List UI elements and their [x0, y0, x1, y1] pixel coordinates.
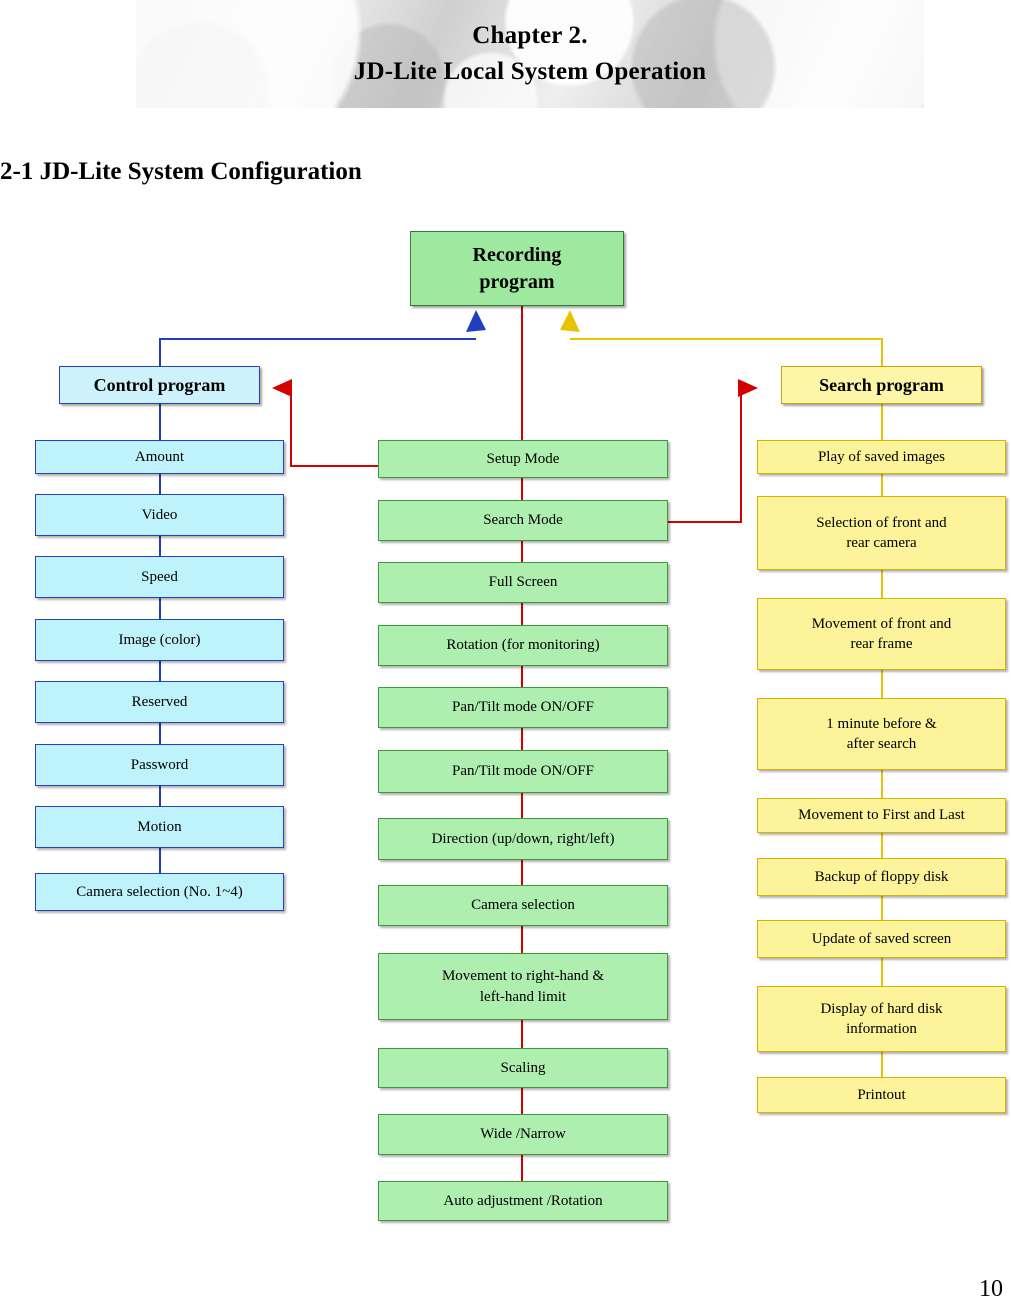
- connector-left-6: [159, 786, 161, 806]
- node-search-backup-floppy[interactable]: Backup of floppy disk: [757, 858, 1006, 896]
- node-search-hard-disk-info-line2: information: [846, 1021, 917, 1037]
- node-control-speed[interactable]: Speed: [35, 556, 284, 598]
- connector-left-horizontal: [159, 338, 476, 340]
- node-search-front-rear-camera-line1: Selection of front and: [816, 514, 947, 531]
- connector-right-8: [881, 1052, 883, 1077]
- connector-right-6: [881, 896, 883, 920]
- node-control-program-header[interactable]: Control program: [59, 366, 260, 404]
- connector-center-6: [521, 793, 523, 818]
- node-center-scaling[interactable]: Scaling: [378, 1048, 668, 1088]
- node-search-program-header[interactable]: Search program: [781, 366, 982, 404]
- connector-right-col: [881, 404, 883, 440]
- connector-right-vertical: [881, 338, 883, 366]
- feedback-search-vertical: [740, 388, 742, 522]
- search-program-label: Search program: [819, 374, 944, 395]
- connector-right-2: [881, 570, 883, 598]
- section-title: 2-1 JD-Lite System Configuration: [0, 158, 362, 185]
- connector-center-2: [521, 541, 523, 562]
- connector-left-3: [159, 598, 161, 619]
- node-search-front-rear-frame-line2: rear frame: [850, 636, 913, 652]
- node-center-rotation[interactable]: Rotation (for monitoring): [378, 625, 668, 666]
- node-center-full-screen[interactable]: Full Screen: [378, 562, 668, 603]
- node-recording-program[interactable]: Recording program: [410, 231, 624, 306]
- node-control-motion[interactable]: Motion: [35, 806, 284, 848]
- connector-left-vertical: [159, 338, 161, 366]
- node-search-front-rear-frame-line1: Movement of front and: [811, 615, 952, 632]
- node-center-setup-mode[interactable]: Setup Mode: [378, 440, 668, 478]
- node-control-amount[interactable]: Amount: [35, 440, 284, 474]
- node-search-update-screen[interactable]: Update of saved screen: [757, 920, 1006, 958]
- connector-center-top: [521, 306, 523, 440]
- node-control-video[interactable]: Video: [35, 494, 284, 536]
- node-center-movement-limits-line2: left-hand limit: [479, 988, 567, 1005]
- node-center-search-mode[interactable]: Search Mode: [378, 500, 668, 541]
- node-search-first-last[interactable]: Movement to First and Last: [757, 798, 1006, 833]
- connector-right-4: [881, 770, 883, 798]
- node-center-wide-narrow[interactable]: Wide /Narrow: [378, 1114, 668, 1155]
- chapter-title-line1: Chapter 2.: [472, 21, 588, 49]
- connector-center-5: [521, 728, 523, 750]
- node-search-one-minute[interactable]: 1 minute before & after search: [757, 698, 1006, 770]
- node-center-movement-limits-line1: Movement to right-hand &: [441, 968, 605, 985]
- node-center-auto-adjustment[interactable]: Auto adjustment /Rotation: [378, 1181, 668, 1221]
- connector-center-9: [521, 1020, 523, 1048]
- connector-center-4: [521, 666, 523, 687]
- node-recording-program-line1: Recording: [472, 243, 562, 266]
- connector-center-1: [521, 478, 523, 500]
- node-center-pantilt-1[interactable]: Pan/Tilt mode ON/OFF: [378, 687, 668, 728]
- connector-left-col: [159, 404, 161, 440]
- node-search-one-minute-line1: 1 minute before &: [826, 715, 937, 732]
- feedback-setup-horizontal: [290, 465, 378, 467]
- node-control-camera-selection[interactable]: Camera selection (No. 1~4): [35, 873, 284, 911]
- node-search-hard-disk-info-line1: Display of hard disk: [820, 1000, 943, 1017]
- node-search-one-minute-line2: after search: [846, 736, 917, 752]
- connector-right-5: [881, 833, 883, 858]
- page-number: 10: [979, 1276, 1003, 1302]
- connector-left-1: [159, 474, 161, 494]
- connector-center-3: [521, 603, 523, 625]
- connector-right-horizontal: [570, 338, 883, 340]
- connector-right-3: [881, 670, 883, 698]
- control-program-label: Control program: [93, 374, 226, 395]
- node-search-front-rear-camera[interactable]: Selection of front and rear camera: [757, 496, 1006, 570]
- feedback-setup-vertical: [290, 388, 292, 466]
- node-center-pantilt-2[interactable]: Pan/Tilt mode ON/OFF: [378, 750, 668, 793]
- connector-center-7: [521, 860, 523, 885]
- connector-center-11: [521, 1155, 523, 1181]
- node-center-camera-selection[interactable]: Camera selection: [378, 885, 668, 926]
- node-control-reserved[interactable]: Reserved: [35, 681, 284, 723]
- node-search-front-rear-camera-line2: rear camera: [846, 535, 917, 551]
- connector-center-10: [521, 1088, 523, 1114]
- node-center-direction[interactable]: Direction (up/down, right/left): [378, 818, 668, 860]
- node-control-image-color[interactable]: Image (color): [35, 619, 284, 661]
- node-center-movement-limits[interactable]: Movement to right-hand & left-hand limit: [378, 953, 668, 1020]
- node-search-printout[interactable]: Printout: [757, 1077, 1006, 1113]
- chapter-banner: Chapter 2. JD-Lite Local System Operatio…: [136, 0, 924, 108]
- node-search-front-rear-frame[interactable]: Movement of front and rear frame: [757, 598, 1006, 670]
- node-search-hard-disk-info[interactable]: Display of hard disk information: [757, 986, 1006, 1052]
- feedback-search-horizontal: [668, 521, 742, 523]
- connector-left-2: [159, 536, 161, 556]
- chapter-title-line2: JD-Lite Local System Operation: [353, 58, 707, 85]
- connector-left-7: [159, 848, 161, 873]
- connector-left-4: [159, 661, 161, 681]
- connector-left-5: [159, 723, 161, 744]
- node-control-password[interactable]: Password: [35, 744, 284, 786]
- node-search-play-saved[interactable]: Play of saved images: [757, 440, 1006, 474]
- connector-center-8: [521, 926, 523, 953]
- connector-right-7: [881, 958, 883, 986]
- node-recording-program-line2: program: [479, 270, 555, 293]
- connector-right-1: [881, 474, 883, 496]
